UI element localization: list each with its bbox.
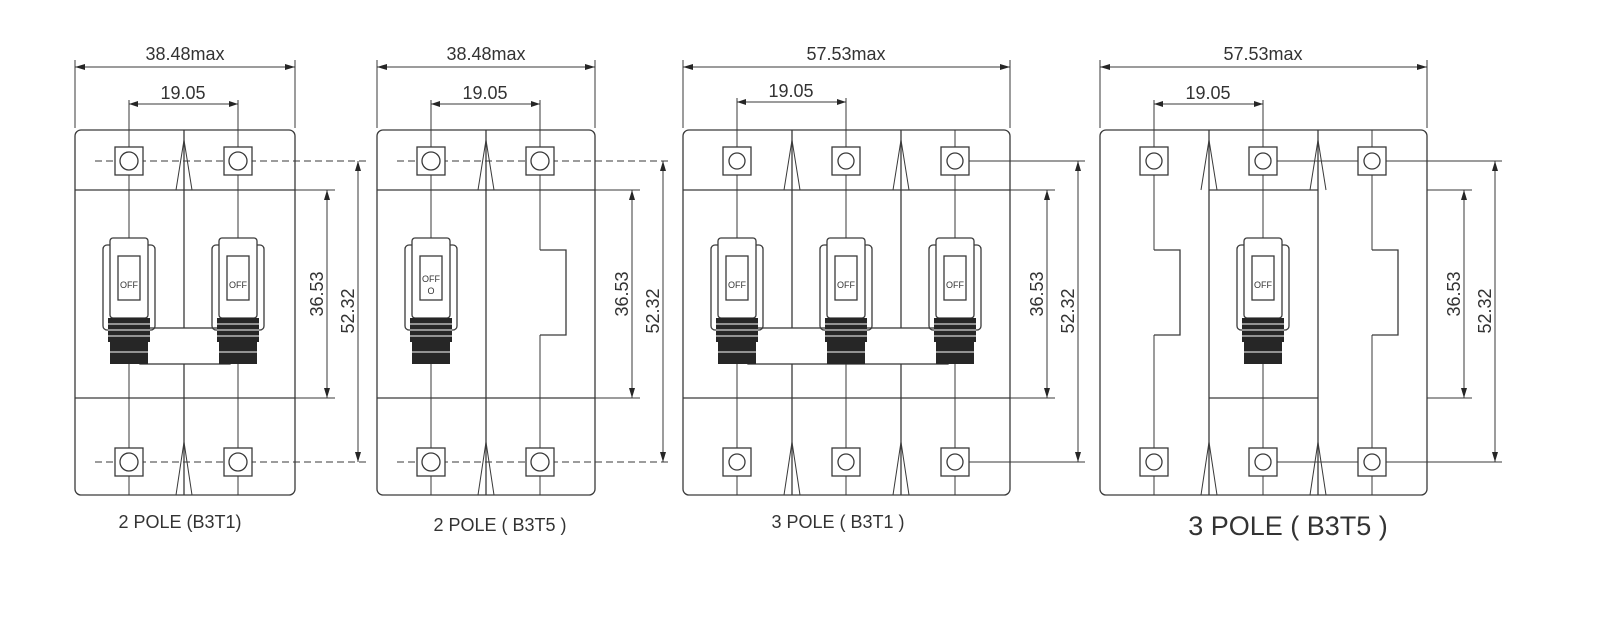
off-label: OFF (1254, 280, 1272, 290)
toggle-handle-icon: OFF (211, 237, 265, 364)
off-label: OFF (422, 274, 440, 284)
terminal-screw-icon (223, 146, 253, 176)
toggle-handle-icon: OFF (102, 237, 156, 364)
inner-height-dimension-label: 36.53 (1027, 271, 1047, 316)
toggle-handle-icon: OFF (819, 237, 873, 364)
terminal-screw-icon (223, 447, 253, 477)
terminal-screw-icon (416, 146, 446, 176)
toggle-handle-icon: OFF (710, 237, 764, 364)
terminal-screw-icon (831, 146, 861, 176)
diagram-3-pole-b3t5: 57.53max 19.05 (1099, 44, 1502, 541)
pitch-dimension-label: 19.05 (160, 83, 205, 103)
side-notch (1154, 249, 1181, 336)
toggle-handle-icon: OFF (1236, 237, 1290, 364)
terminal-screw-icon (525, 447, 555, 477)
off-label: OFF (837, 280, 855, 290)
terminal-screw-icon (940, 447, 970, 477)
off-label: OFF (946, 280, 964, 290)
outer-height-dimension-label: 52.32 (338, 288, 358, 333)
width-dimension-label: 57.53max (1223, 44, 1302, 64)
outer-height-dimension-label: 52.32 (643, 288, 663, 333)
terminal-screw-icon (1139, 447, 1169, 477)
tie-bar (139, 327, 231, 365)
side-notch (1372, 249, 1399, 336)
terminal-screw-icon (416, 447, 446, 477)
off-label: OFF (120, 280, 138, 290)
side-notch (540, 249, 567, 336)
breaker-body (74, 129, 296, 496)
outer-height-dimension-label: 52.32 (1475, 288, 1495, 333)
terminal-screw-icon (722, 146, 752, 176)
diagram-2-pole-b3t1: 38.48max 19.05 OFF (74, 44, 370, 532)
terminal-screw-icon (114, 447, 144, 477)
width-dimension-label: 38.48max (145, 44, 224, 64)
diagram-caption: 2 POLE (B3T1) (118, 512, 241, 532)
toggle-handle-icon: OFF O (404, 237, 458, 364)
terminal-screw-icon (1248, 146, 1278, 176)
inner-height-dimension-label: 36.53 (1444, 271, 1464, 316)
terminal-screw-icon (722, 447, 752, 477)
pitch-dimension-label: 19.05 (768, 81, 813, 101)
terminal-screw-icon (1248, 447, 1278, 477)
terminal-screw-icon (525, 146, 555, 176)
width-dimension-label: 38.48max (446, 44, 525, 64)
off-label: OFF (728, 280, 746, 290)
diagram-caption: 3 POLE ( B3T5 ) (1188, 511, 1388, 541)
terminal-screw-icon (1357, 447, 1387, 477)
terminal-screw-icon (940, 146, 970, 176)
pitch-dimension-label: 19.05 (1185, 83, 1230, 103)
pitch-dimension-label: 19.05 (462, 83, 507, 103)
toggle-handle-icon: OFF (928, 237, 982, 364)
terminal-screw-icon (1139, 146, 1169, 176)
diagram-3-pole-b3t1: 57.53max 19.05 OFF (682, 44, 1085, 532)
width-dimension-label: 57.53max (806, 44, 885, 64)
off-label: OFF (229, 280, 247, 290)
outer-height-dimension-label: 52.32 (1058, 288, 1078, 333)
off-sublabel: O (427, 286, 434, 296)
terminal-screw-icon (831, 447, 861, 477)
terminal-screw-icon (1357, 146, 1387, 176)
inner-height-dimension-label: 36.53 (307, 271, 327, 316)
terminal-screw-icon (114, 146, 144, 176)
inner-height-dimension-label: 36.53 (612, 271, 632, 316)
diagram-caption: 3 POLE ( B3T1 ) (771, 512, 904, 532)
diagram-caption: 2 POLE ( B3T5 ) (433, 515, 566, 535)
diagram-2-pole-b3t5: 38.48max 19.05 OFF O (376, 44, 672, 535)
